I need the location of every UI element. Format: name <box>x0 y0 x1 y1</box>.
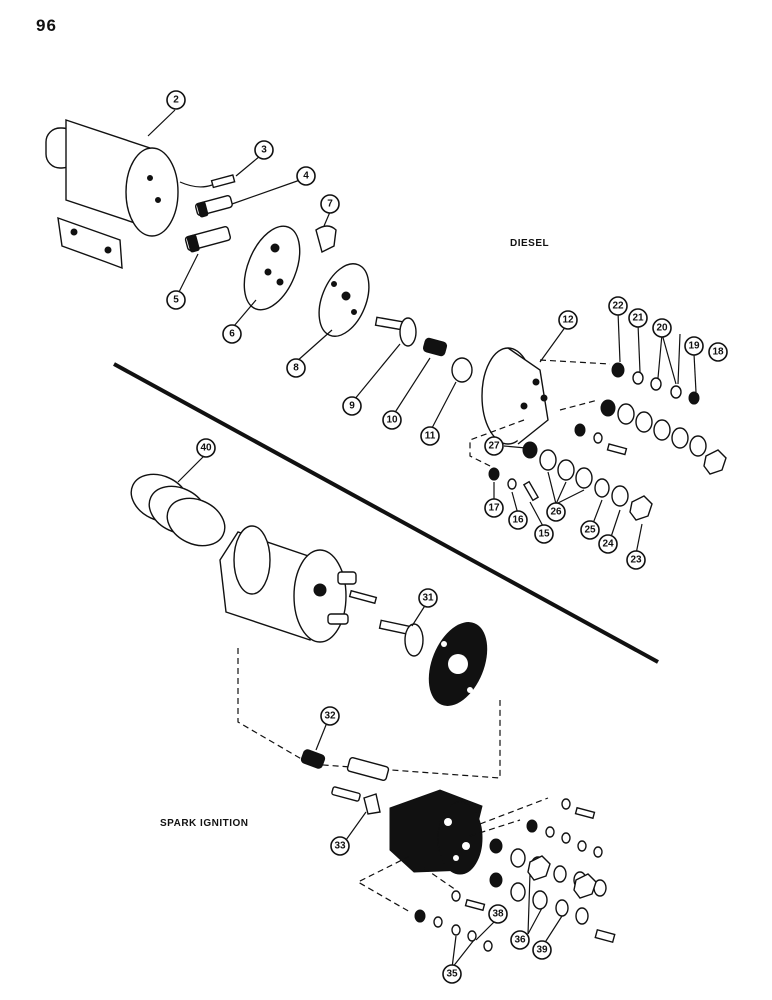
callout-5: 5 <box>166 290 186 310</box>
callout-16: 16 <box>508 510 528 530</box>
callout-21: 21 <box>628 308 648 328</box>
callout-2: 2 <box>166 90 186 110</box>
svg-text:20: 20 <box>656 323 668 334</box>
callout-23: 23 <box>626 550 646 570</box>
callout-12: 12 <box>558 310 578 330</box>
svg-text:21: 21 <box>632 313 644 324</box>
diesel-label: DIESEL <box>510 238 550 249</box>
part-plunger-9 <box>374 316 417 347</box>
svg-text:8: 8 <box>293 363 299 374</box>
svg-text:4: 4 <box>303 171 309 182</box>
callout-25: 25 <box>580 520 600 540</box>
svg-text:22: 22 <box>612 301 624 312</box>
callout-11: 11 <box>420 426 440 446</box>
part-plate-8 <box>318 263 370 337</box>
svg-text:27: 27 <box>488 441 500 452</box>
svg-text:12: 12 <box>562 315 574 326</box>
callout-7: 7 <box>320 194 340 214</box>
callout-6: 6 <box>222 324 242 344</box>
svg-text:26: 26 <box>550 507 562 518</box>
svg-text:3: 3 <box>261 145 267 156</box>
svg-text:2: 2 <box>173 95 179 106</box>
callout-19: 19 <box>684 336 704 356</box>
callout-32: 32 <box>320 706 340 726</box>
svg-text:19: 19 <box>688 341 700 352</box>
callout-39: 39 <box>532 940 552 960</box>
part-terminal-stud-5 <box>184 226 232 253</box>
svg-text:15: 15 <box>538 529 550 540</box>
callout-18: 18 <box>708 342 728 362</box>
part-cap-11 <box>451 357 473 383</box>
part-clip-7 <box>315 225 337 254</box>
callout-38: 38 <box>488 904 508 924</box>
page-number: 96 <box>36 16 57 35</box>
part-spring-40 <box>130 473 226 547</box>
svg-text:36: 36 <box>514 935 526 946</box>
svg-text:25: 25 <box>584 525 596 536</box>
callout-36: 36 <box>510 930 530 950</box>
svg-text:33: 33 <box>334 841 346 852</box>
part-gasket-6 <box>243 225 301 311</box>
part-spring-10 <box>422 337 448 357</box>
svg-text:5: 5 <box>173 295 179 306</box>
callout-8: 8 <box>286 358 306 378</box>
callout-35: 35 <box>442 964 462 984</box>
section-divider <box>113 362 659 664</box>
svg-text:7: 7 <box>327 199 333 210</box>
spark-ignition-label: SPARK IGNITION <box>160 818 249 829</box>
part-cover-spark <box>389 789 483 875</box>
svg-text:23: 23 <box>630 555 642 566</box>
svg-text:18: 18 <box>712 347 724 358</box>
callout-27: 27 <box>484 436 504 456</box>
callout-26: 26 <box>546 502 566 522</box>
callout-20: 20 <box>652 318 672 338</box>
svg-text:32: 32 <box>324 711 336 722</box>
callout-3: 3 <box>254 140 274 160</box>
svg-text:16: 16 <box>512 515 524 526</box>
svg-text:24: 24 <box>602 539 614 550</box>
svg-text:39: 39 <box>536 945 548 956</box>
callout-17: 17 <box>484 498 504 518</box>
part-hardware-spark <box>414 798 616 952</box>
callout-4: 4 <box>296 166 316 186</box>
part-bolt-spark <box>331 757 390 815</box>
part-plunger-31 <box>378 619 424 657</box>
svg-text:31: 31 <box>422 593 434 604</box>
part-spring-32 <box>300 749 326 769</box>
part-terminal-stud-4 <box>194 195 233 218</box>
callout-33: 33 <box>330 836 350 856</box>
callout-10: 10 <box>382 410 402 430</box>
part-small-screw-3 <box>179 174 236 189</box>
part-gasket-spark <box>428 622 488 706</box>
svg-text:40: 40 <box>200 443 212 454</box>
part-cover-12 <box>481 347 549 445</box>
part-solenoid-body <box>45 119 179 270</box>
svg-text:35: 35 <box>446 969 458 980</box>
callout-15: 15 <box>534 524 554 544</box>
callout-22: 22 <box>608 296 628 316</box>
callout-40: 40 <box>196 438 216 458</box>
callout-31: 31 <box>418 588 438 608</box>
svg-text:17: 17 <box>488 503 500 514</box>
svg-text:9: 9 <box>349 401 355 412</box>
callout-9: 9 <box>342 396 362 416</box>
part-hardware-diesel <box>488 362 727 521</box>
svg-text:6: 6 <box>229 329 235 340</box>
svg-text:38: 38 <box>492 909 504 920</box>
callout-24: 24 <box>598 534 618 554</box>
svg-text:11: 11 <box>425 431 436 442</box>
part-solenoid-spark <box>219 525 378 643</box>
svg-text:10: 10 <box>386 415 398 426</box>
